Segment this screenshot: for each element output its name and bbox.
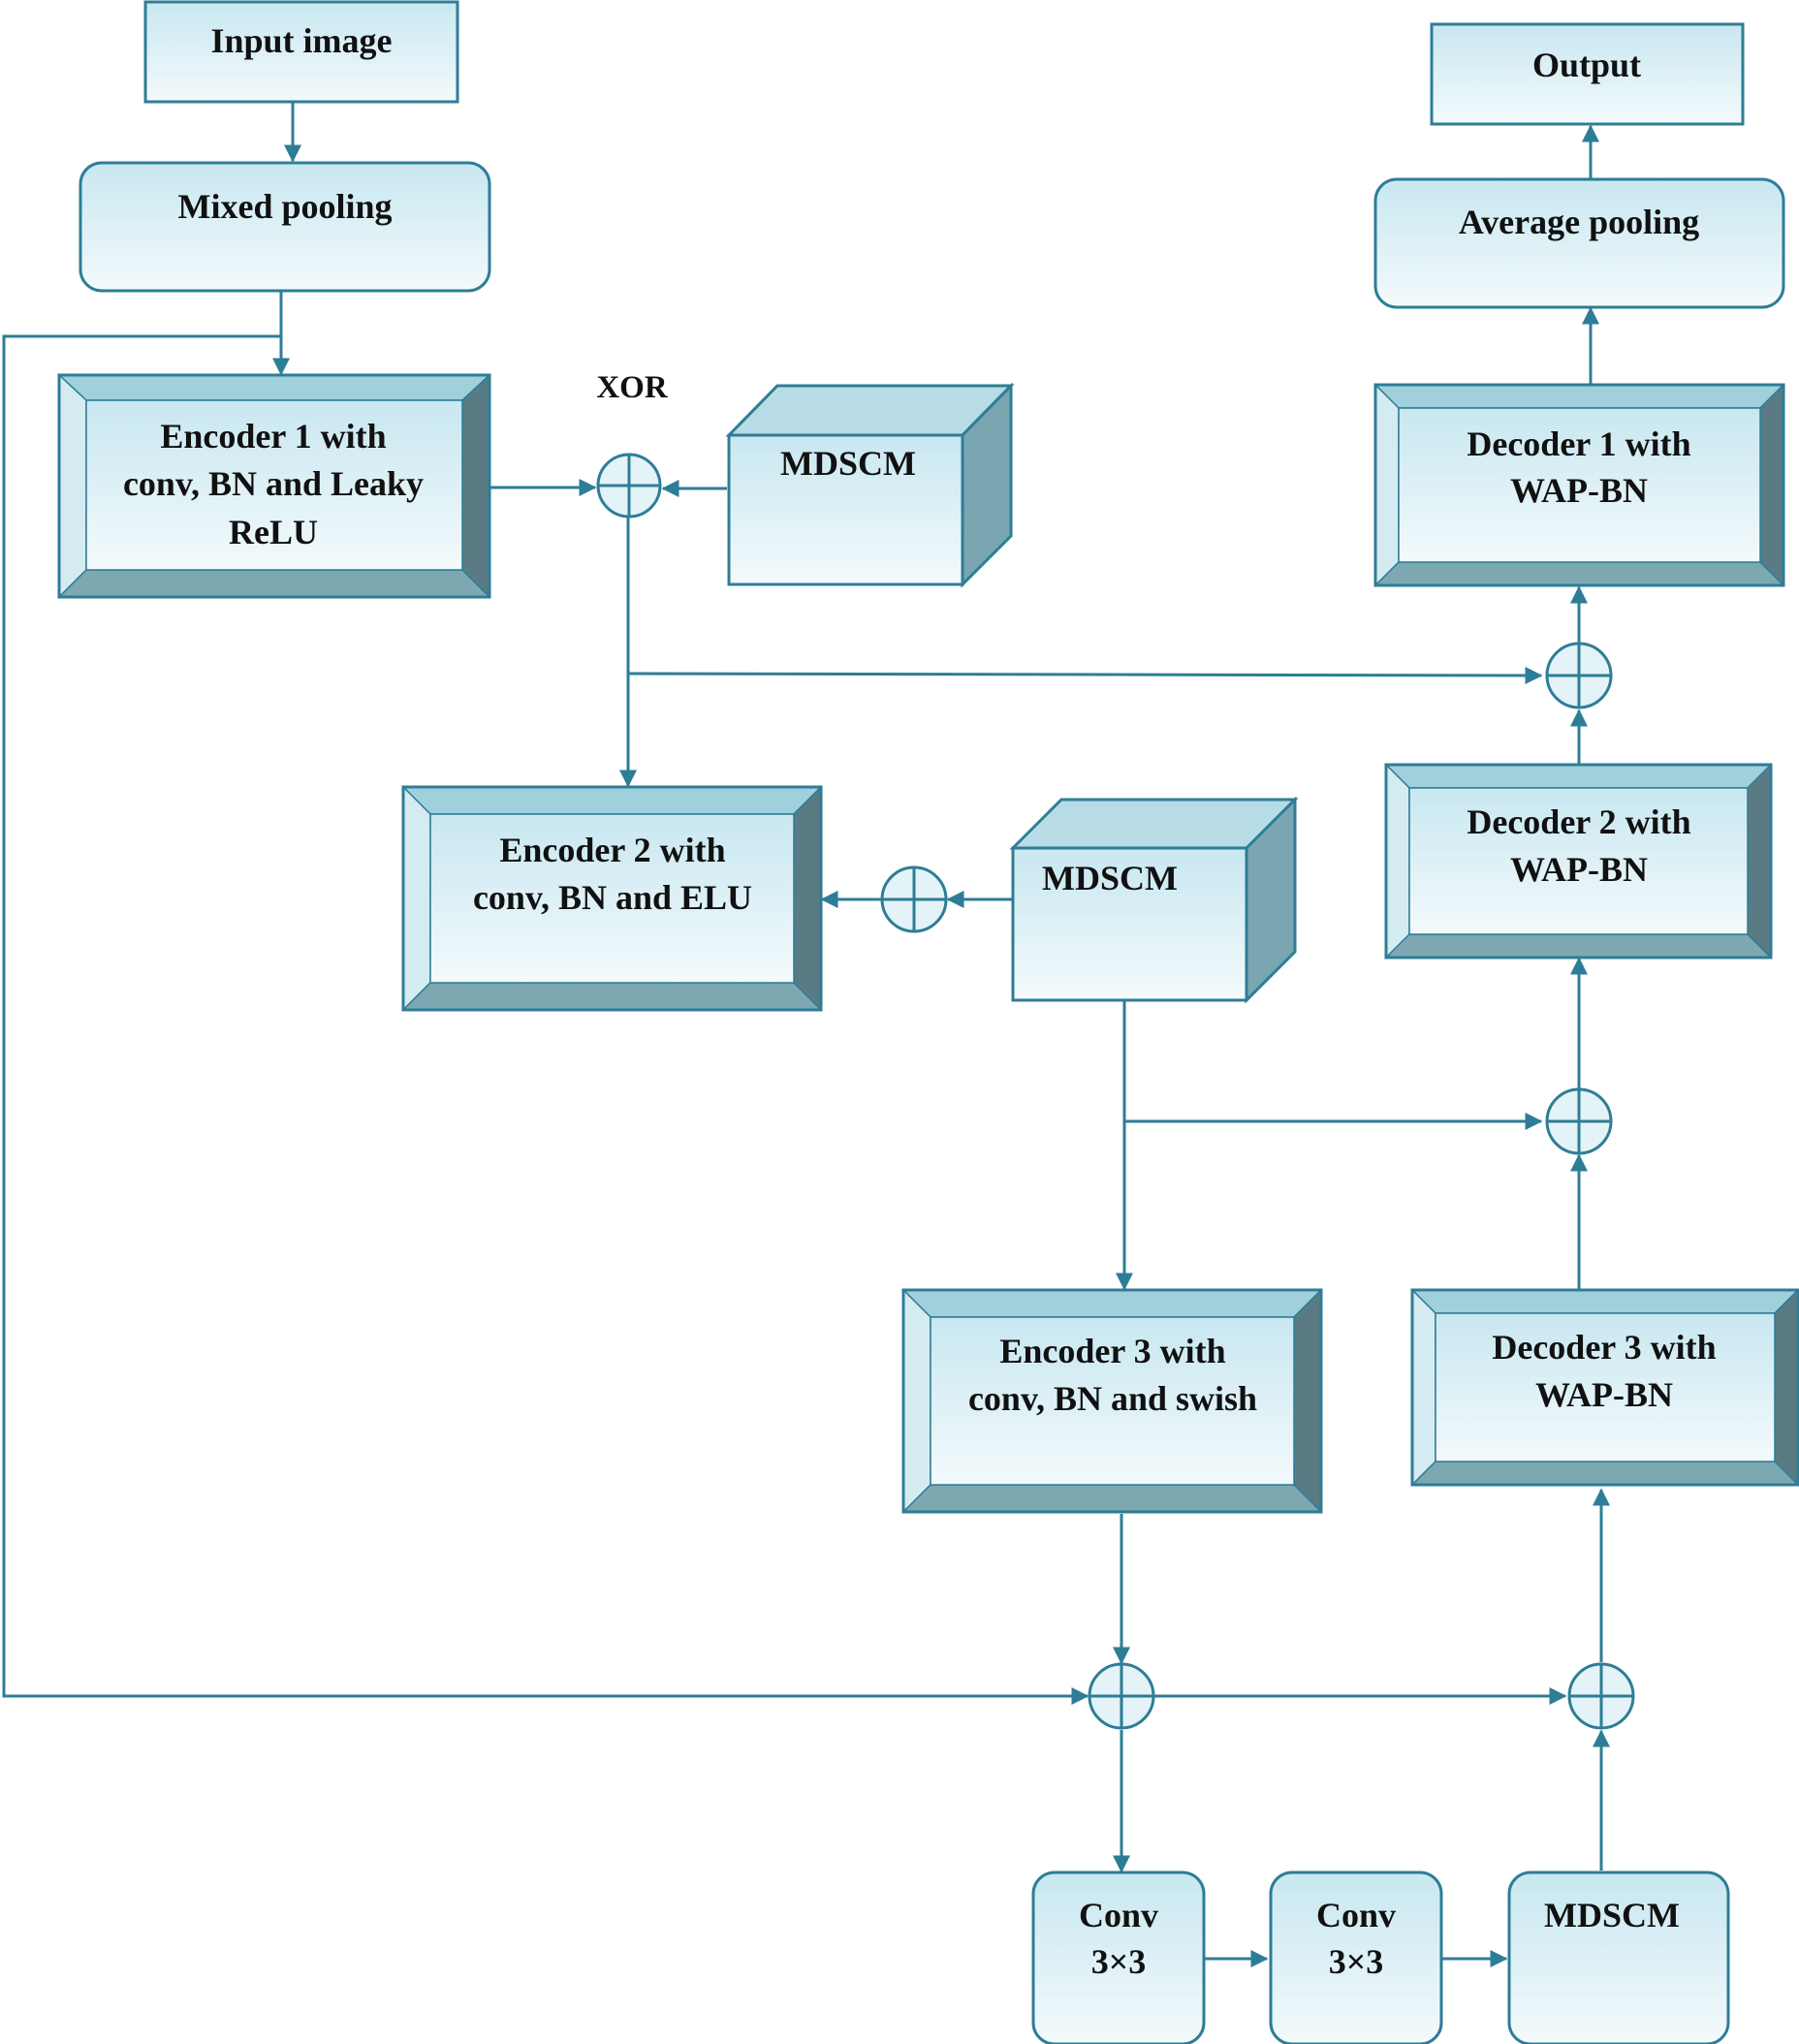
encoder3-label-line1: Encoder 3 with <box>999 1332 1225 1370</box>
decoder2-label-line1: Decoder 2 with <box>1467 802 1690 841</box>
xor-circle-bottom <box>1088 1662 1155 1730</box>
encoder1-label-line2: conv, BN and Leaky <box>123 464 424 503</box>
xor-circle-encoder1 <box>596 453 662 519</box>
mdscm1-cube: MDSCM <box>725 382 1015 588</box>
conv1-label-line2: 3×3 <box>1091 1942 1147 1981</box>
mdscm2-cube: MDSCM <box>1009 796 1299 1004</box>
input-image-box: Input image <box>143 0 459 104</box>
xor-circle-encoder2 <box>880 865 948 933</box>
mdscm2-label: MDSCM <box>1042 859 1178 897</box>
mixed-pooling-label: Mixed pooling <box>177 187 392 226</box>
average-pooling-box: Average pooling <box>1373 177 1785 309</box>
decoder2-label-line2: WAP-BN <box>1510 850 1648 889</box>
mdscm3-label: MDSCM <box>1544 1896 1680 1934</box>
decoder3-box: Decoder 3 with WAP-BN <box>1410 1288 1799 1487</box>
average-pooling-label: Average pooling <box>1459 203 1699 241</box>
encoder1-label-line3: ReLU <box>229 513 318 551</box>
encoder2-box: Encoder 2 with conv, BN and ELU <box>401 785 823 1012</box>
decoder3-label-line1: Decoder 3 with <box>1492 1328 1716 1367</box>
decoder3-label-line2: WAP-BN <box>1535 1375 1673 1414</box>
mdscm3-box: MDSCM <box>1507 1871 1730 2044</box>
skip-line-mixed-pooling-to-bottom-xor <box>2 334 1089 1705</box>
xor-circle-right <box>1567 1662 1635 1730</box>
decoder1-label-line1: Decoder 1 with <box>1467 425 1690 463</box>
xor-circle-decoder1 <box>1545 642 1613 709</box>
encoder3-label-line2: conv, BN and swish <box>968 1379 1257 1418</box>
decoder2-box: Decoder 2 with WAP-BN <box>1384 763 1773 959</box>
conv2-label-line1: Conv <box>1316 1896 1396 1934</box>
encoder2-label-line1: Encoder 2 with <box>499 831 725 869</box>
mixed-pooling-box: Mixed pooling <box>79 161 491 293</box>
encoder3-box: Encoder 3 with conv, BN and swish <box>901 1288 1323 1514</box>
conv1-label-line1: Conv <box>1079 1896 1158 1934</box>
conv2-label-line2: 3×3 <box>1329 1942 1384 1981</box>
encoder1-label-line1: Encoder 1 with <box>160 417 386 456</box>
input-image-label: Input image <box>210 21 392 60</box>
encoder2-label-line2: conv, BN and ELU <box>473 878 752 917</box>
conv2-box: Conv 3×3 <box>1269 1871 1443 2044</box>
decoder1-label-line2: WAP-BN <box>1510 471 1648 510</box>
connectors <box>2 103 1610 1967</box>
xor-circle-decoder2 <box>1545 1087 1613 1155</box>
output-label: Output <box>1532 46 1641 84</box>
arrow-xor1-to-decoder1-xor <box>627 666 1543 684</box>
encoder1-box: Encoder 1 with conv, BN and Leaky ReLU <box>57 373 491 599</box>
decoder1-box: Decoder 1 with WAP-BN <box>1373 383 1785 587</box>
conv1-box: Conv 3×3 <box>1031 1871 1206 2044</box>
xor-label: XOR <box>596 370 669 405</box>
mdscm1-label: MDSCM <box>780 444 916 483</box>
output-box: Output <box>1430 22 1745 126</box>
